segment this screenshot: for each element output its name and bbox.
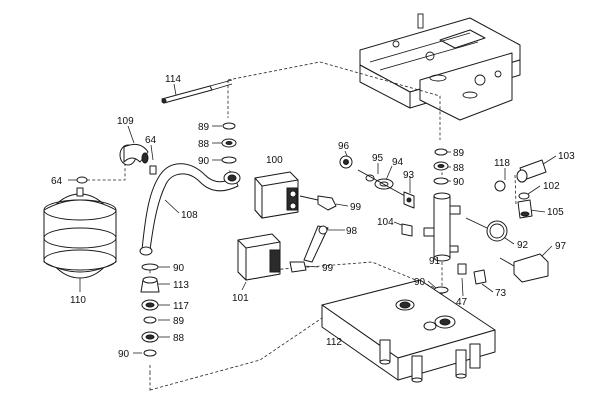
callout-114: 114 [165, 74, 181, 85]
part-114-probe [161, 79, 233, 104]
callout-100: 100 [266, 155, 283, 166]
chassis-frame [359, 13, 521, 121]
callout-64-left: 64 [51, 176, 63, 187]
callout-73: 73 [495, 288, 507, 299]
callout-88-left: 88 [173, 333, 185, 344]
part-97-switch [499, 253, 549, 283]
callout-110: 110 [70, 295, 86, 306]
part-99-fitting-lower [289, 261, 307, 273]
callout-90-left: 90 [173, 263, 185, 274]
part-93-valve [403, 191, 415, 209]
callout-90-upper: 90 [198, 156, 210, 167]
part-101-pump [237, 233, 281, 281]
part-98-tube [303, 225, 329, 263]
callout-117: 117 [173, 301, 189, 312]
callout-89-upper: 89 [198, 122, 210, 133]
callout-103: 103 [558, 151, 575, 162]
part-92-gauge [465, 217, 508, 242]
callout-95: 95 [372, 153, 384, 164]
part-100-pump [254, 171, 299, 219]
callout-47: 47 [456, 297, 468, 308]
part-108-pipe [139, 163, 241, 256]
part-73-plug [473, 269, 487, 285]
callout-labels: 114 109 64 64 110 108 89 88 90 100 99 98… [51, 74, 575, 360]
part-99-fitting-upper [299, 195, 337, 211]
leader-lines [68, 83, 557, 354]
part-64-washer [76, 176, 88, 184]
callout-88-right: 88 [453, 163, 465, 174]
part-47-plug [457, 263, 467, 275]
callout-98: 98 [346, 226, 358, 237]
callout-102: 102 [543, 181, 560, 192]
callout-90-lower-right: 90 [414, 277, 426, 288]
callout-118: 118 [494, 158, 510, 169]
fitting-stack-lower [140, 263, 160, 357]
callout-101: 101 [232, 293, 249, 304]
callout-90-bottom: 90 [118, 349, 130, 360]
callout-109: 109 [117, 116, 134, 127]
part-64-plug [149, 165, 157, 175]
part-104-plug [401, 223, 413, 237]
part-118-fitting [494, 180, 506, 192]
callout-89-right: 89 [453, 148, 465, 159]
part-103-valve [516, 159, 547, 183]
callout-108: 108 [181, 210, 198, 221]
callout-96: 96 [338, 141, 350, 152]
callout-64-upper: 64 [145, 135, 157, 146]
callout-93: 93 [403, 170, 415, 181]
callout-90-right: 90 [453, 177, 465, 188]
callout-94: 94 [392, 157, 404, 168]
callout-104: 104 [377, 217, 394, 228]
part-112-hydraulic-block [321, 279, 496, 383]
callout-112: 112 [326, 337, 342, 348]
callout-113: 113 [173, 280, 189, 291]
part-102-fitting [518, 192, 530, 200]
part-96-sensor [339, 155, 353, 169]
callout-99-lower: 99 [322, 263, 334, 274]
washer-stack-right [433, 148, 449, 185]
part-109-elbow [119, 143, 149, 166]
part-105-valve [517, 199, 533, 219]
part-95-nut [365, 174, 375, 182]
part-110-expansion-vessel [43, 187, 117, 279]
callout-89-left: 89 [173, 316, 185, 327]
part-91-manifold [423, 192, 461, 262]
callout-92: 92 [517, 240, 529, 251]
callout-99-upper: 99 [350, 202, 362, 213]
part-94-clip [357, 169, 406, 197]
washer-stack-upper [221, 122, 237, 164]
callout-105: 105 [547, 207, 564, 218]
callout-91: 91 [429, 256, 441, 267]
callout-88-upper: 88 [198, 139, 210, 150]
callout-97: 97 [555, 241, 567, 252]
